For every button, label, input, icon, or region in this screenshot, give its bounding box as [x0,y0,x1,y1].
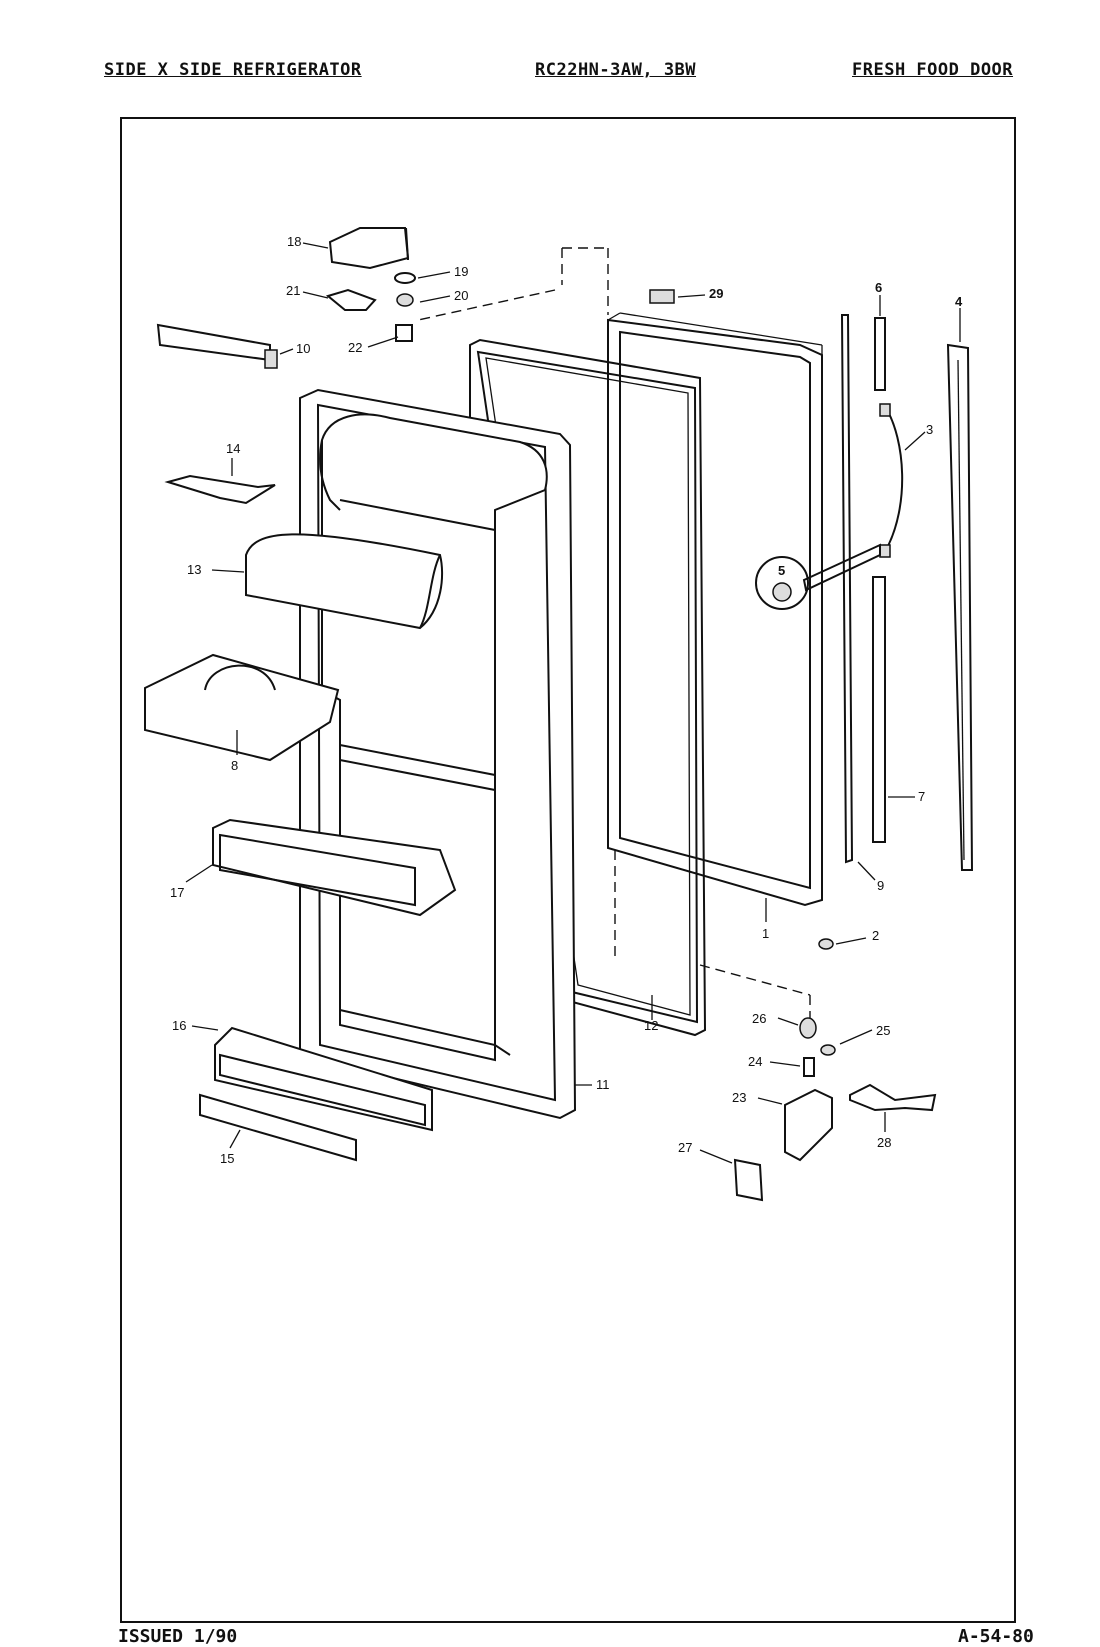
part-labels: 18 19 20 21 22 10 29 6 4 3 5 7 9 1 2 12 … [170,234,963,1166]
part-label: 28 [877,1135,891,1150]
part-label: 18 [287,234,301,249]
part-label: 11 [596,1077,610,1092]
part-label: 6 [875,280,882,295]
outer-door-panel [607,312,823,907]
detail-circle-screw [755,543,881,610]
part-label: 16 [172,1018,186,1033]
part-label: 10 [296,341,310,356]
part-label: 21 [286,283,300,298]
part-label: 14 [226,441,240,456]
header-model-number: RC22HN-3AW, 3BW [535,60,697,80]
part-label: 13 [187,562,201,577]
part-label: 2 [872,928,879,943]
part-label: 4 [955,294,963,309]
part-label: 9 [877,878,884,893]
lower-hinge-parts [699,938,937,1202]
part-label: 15 [220,1151,234,1166]
header-section-name: FRESH FOOD DOOR [852,60,1014,80]
part-label: 23 [732,1090,746,1105]
inner-door-liner [299,388,577,1120]
part-label: 20 [454,288,468,303]
part-label: 12 [644,1018,658,1033]
part-label: 5 [778,563,785,578]
header-model-type: SIDE X SIDE REFRIGERATOR [104,60,362,80]
part-label: 26 [752,1011,766,1026]
part-label: 7 [918,789,925,804]
door-shelves [144,474,457,1162]
part-label: 1 [762,926,769,941]
part-label: 3 [926,422,933,437]
leader-lines [185,242,961,1164]
footer-issued-date: ISSUED 1/90 [118,1626,238,1647]
part-label: 29 [709,286,723,301]
part-label: 22 [348,340,362,355]
part-label: 17 [170,885,184,900]
part-label: 19 [454,264,468,279]
handle-assembly [840,314,974,871]
part-label: 24 [748,1054,762,1069]
upper-hinge-parts [156,227,675,369]
part-label: 8 [231,758,238,773]
part-label: 27 [678,1140,692,1155]
exploded-parts-diagram: 18 19 20 21 22 10 29 6 4 3 5 7 9 1 2 12 … [144,227,974,1202]
footer-page-code: A-54-80 [958,1626,1034,1647]
part-label: 25 [876,1023,890,1038]
